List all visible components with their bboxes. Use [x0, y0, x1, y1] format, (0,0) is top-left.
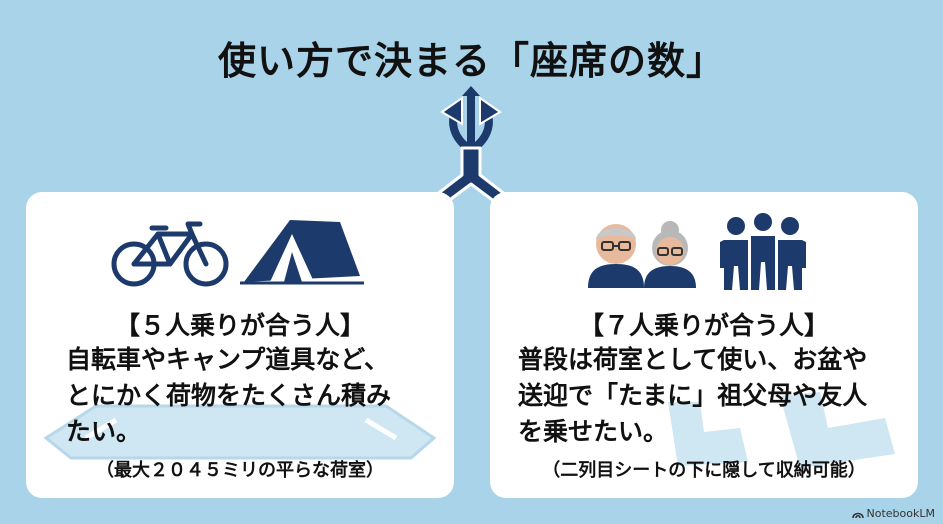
seven-seater-description: 普段は荷室として使い、お盆や 送迎で「たまに」祖父母や友人 を乗せたい。: [518, 345, 868, 446]
seven-seater-note: （二列目シートの下に隠して収納可能）: [542, 460, 866, 481]
five-seater-heading: 【５人乗りが合う人】: [114, 311, 365, 340]
brand-watermark: NotebookLM: [851, 507, 935, 520]
five-seater-card: 【５人乗りが合う人】 自転車やキャンプ道具など、 とにかく荷物をたくさん積み た…: [26, 192, 454, 498]
seven-seater-heading: 【７人乗りが合う人】: [578, 311, 829, 340]
page-title: 使い方で決まる「座席の数」: [217, 39, 725, 83]
brand-label: NotebookLM: [866, 507, 935, 520]
five-seater-description: 自転車やキャンプ道具など、 とにかく荷物をたくさん積み たい。: [66, 345, 392, 446]
flat-cargo-floor-icon: [43, 404, 437, 460]
seven-seater-card: 【７人乗りが合う人】 普段は荷室として使い、お盆や 送迎で「たまに」祖父母や友人…: [490, 192, 918, 498]
five-seater-note: （最大２０４５ミリの平らな荷室）: [96, 460, 384, 481]
grandparents-icon: [588, 221, 696, 288]
folded-seat-icon: [668, 392, 895, 468]
bicycle-icon: [111, 221, 229, 287]
friends-group-icon: [720, 213, 806, 290]
tent-icon: [240, 220, 364, 285]
notebooklm-logo-icon: [851, 512, 864, 518]
